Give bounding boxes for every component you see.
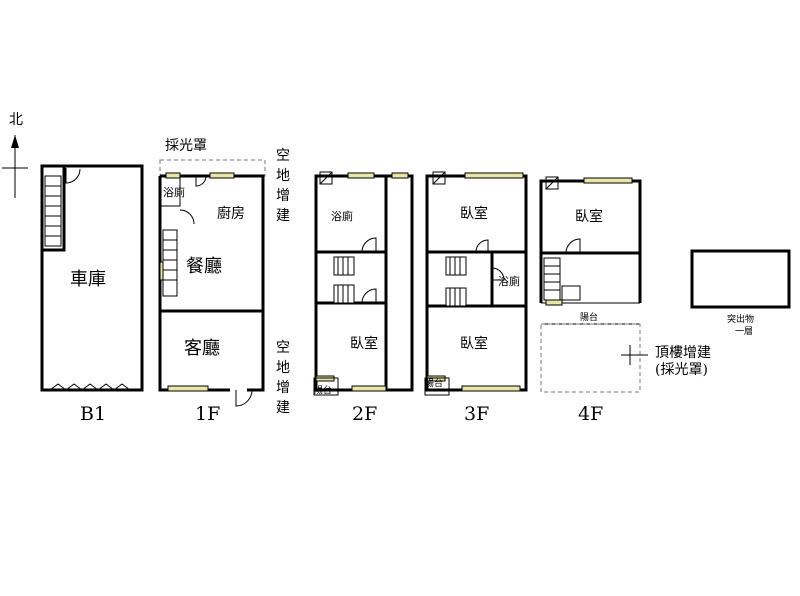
floor-b1: 車庫 B1 <box>40 164 144 425</box>
svg-text:建: 建 <box>276 208 290 224</box>
4f-bedroom-label: 臥室 <box>575 208 603 225</box>
svg-text:空: 空 <box>276 340 290 356</box>
1f-wc-label: 浴廁 <box>163 185 185 199</box>
north-arrow: 北 <box>2 112 28 198</box>
protrusion-line1: 突出物 <box>727 313 754 325</box>
svg-text:增: 增 <box>276 380 290 396</box>
2f-stairs <box>333 256 355 304</box>
svg-text:地: 地 <box>276 168 290 184</box>
3f-wc-label: 浴廁 <box>498 274 520 288</box>
b1-floor-label: B1 <box>80 403 106 425</box>
floor-2f: 浴廁 臥室 陽台 2F <box>313 171 414 425</box>
1f-dining-label: 餐廳 <box>186 256 222 277</box>
b1-garage-label: 車庫 <box>70 269 106 290</box>
3f-stairs <box>445 256 467 307</box>
floor-3f: 臥室 浴廁 臥室 陽台 3F <box>424 171 528 425</box>
annex-text-bottom: 空 地 增 建 <box>276 340 290 416</box>
2f-bedroom-label: 臥室 <box>350 335 378 352</box>
1f-living-label: 客廳 <box>184 338 220 359</box>
2f-balcony-label: 陽台 <box>314 384 332 396</box>
4f-balcony-label: 陽台 <box>580 311 598 323</box>
svg-text:空: 空 <box>276 148 290 164</box>
annex-text-top: 空 地 增 建 <box>276 148 290 224</box>
rooftop-addition-line2: (採光罩) <box>655 362 708 378</box>
floor-4f: 臥室 陽台 4F 頂樓增建 (採光罩) <box>539 176 711 425</box>
3f-floor-label: 3F <box>464 403 489 425</box>
2f-floor-label: 2F <box>352 403 377 425</box>
svg-text:增: 增 <box>276 188 290 204</box>
1f-stairs <box>162 229 178 297</box>
floor-1f: 採光罩 浴廁 廚房 餐廳 客廳 1F 空 地 增 建 <box>158 138 290 425</box>
rooftop-protrusion: 突出物 一層 <box>690 249 791 337</box>
4f-floor-label: 4F <box>578 403 603 425</box>
3f-bedroom1-label: 臥室 <box>460 205 488 222</box>
1f-kitchen-label: 廚房 <box>217 205 245 222</box>
skylight-label: 採光罩 <box>165 138 207 154</box>
4f-stairs <box>543 257 581 301</box>
svg-text:建: 建 <box>276 400 290 416</box>
b1-stairs <box>44 175 62 247</box>
svg-text:地: 地 <box>276 360 290 376</box>
rooftop-addition-line1: 頂樓增建 <box>655 345 711 361</box>
3f-balcony-label: 陽台 <box>425 377 443 389</box>
2f-wc-label: 浴廁 <box>331 209 353 223</box>
north-label: 北 <box>9 112 23 128</box>
1f-floor-label: 1F <box>195 403 220 425</box>
3f-bedroom2-label: 臥室 <box>460 335 488 352</box>
protrusion-line2: 一層 <box>735 326 753 337</box>
